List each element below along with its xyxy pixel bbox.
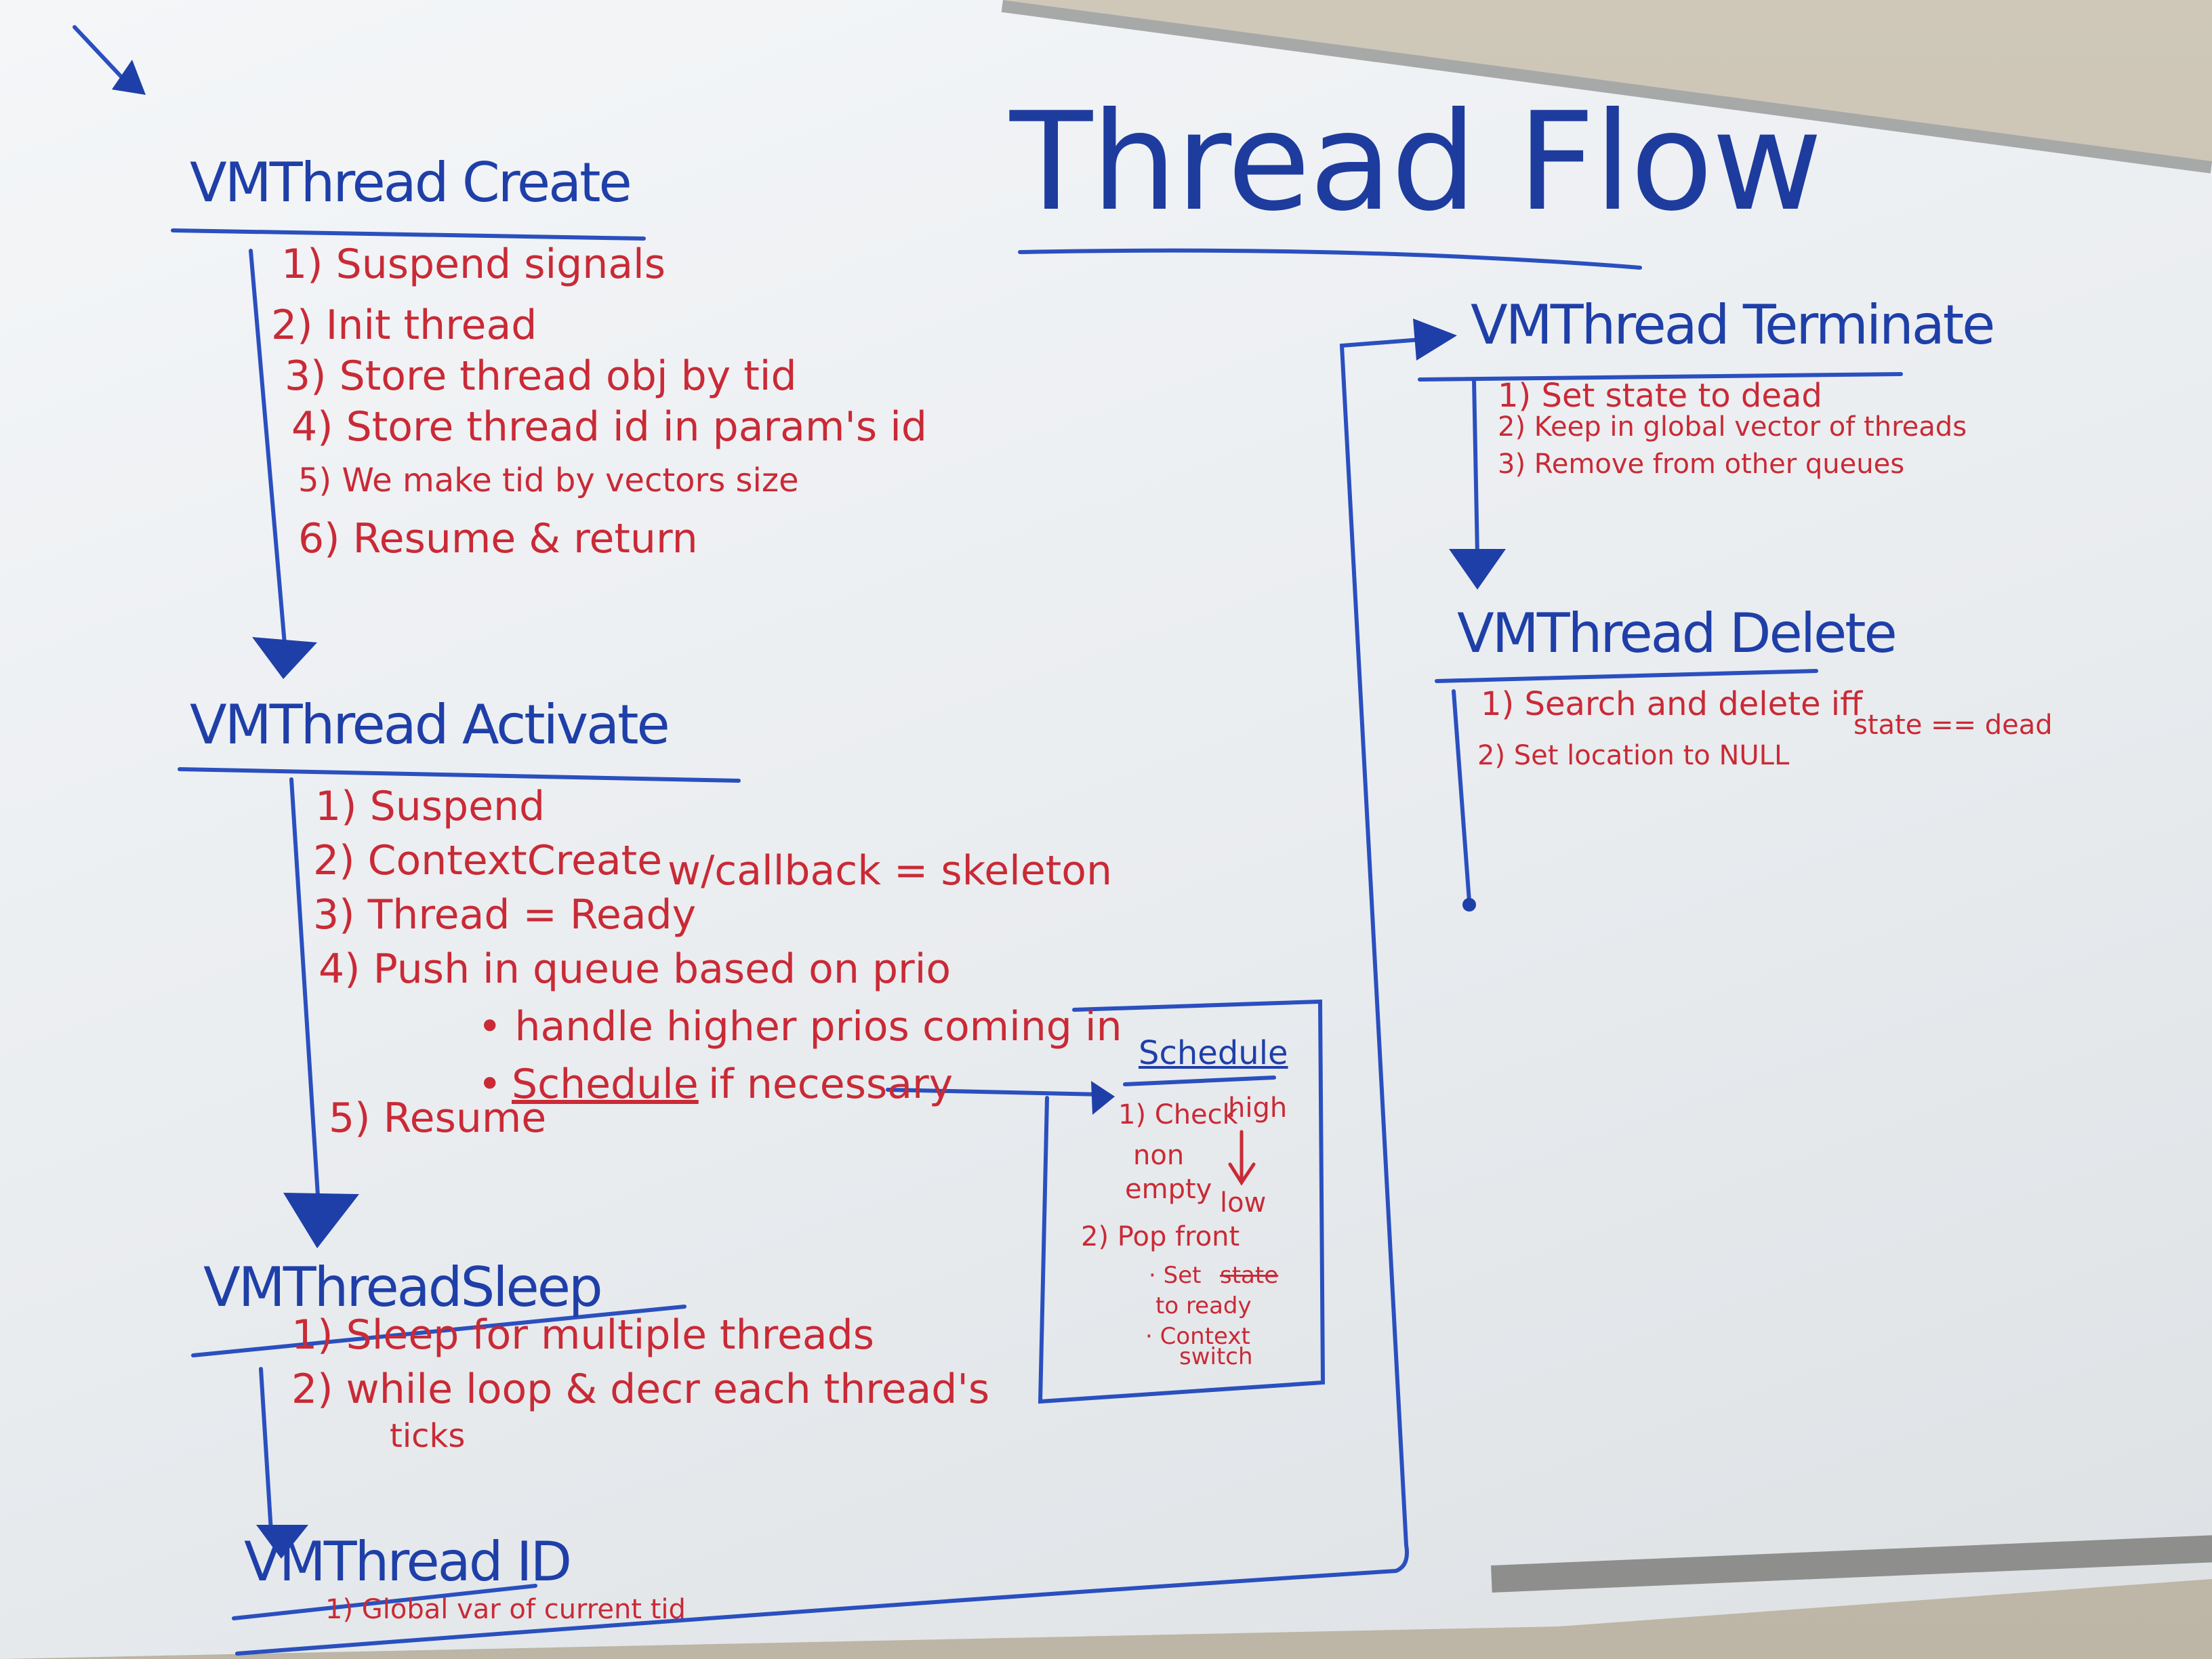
schedule-line: low xyxy=(1220,1187,1267,1218)
sleep-step: ticks xyxy=(390,1417,466,1455)
create-heading: VMThread Create xyxy=(190,151,632,214)
delete-underline xyxy=(1435,669,1818,683)
terminate-heading: VMThread Terminate xyxy=(1471,293,1995,356)
terminate-underline xyxy=(1418,372,1903,382)
delete-flow-line xyxy=(1452,689,1471,903)
corner-arrow-line xyxy=(73,25,131,87)
sleep-arrowhead xyxy=(256,1525,308,1559)
schedule-line: switch xyxy=(1179,1343,1253,1370)
activate-heading: VMThread Activate xyxy=(190,693,670,756)
create-step: 4) Store thread id in param's id xyxy=(291,403,927,451)
activate-bullet: • handle higher prios coming in xyxy=(478,1003,1122,1050)
schedule-line: high xyxy=(1228,1092,1288,1124)
terminate-flow-line xyxy=(1472,377,1479,558)
return-loop-line xyxy=(235,337,1432,1656)
schedule-line: empty xyxy=(1125,1174,1212,1205)
activate-step: 2) ContextCreate xyxy=(313,837,663,884)
create-arrowhead xyxy=(252,637,317,679)
schedule-line-struck: state xyxy=(1220,1262,1279,1289)
activate-step: 4) Push in queue based on prio xyxy=(319,945,951,993)
activate-bullet: if necessary xyxy=(708,1061,954,1108)
create-flow-line xyxy=(249,249,287,646)
create-step: 6) Resume & return xyxy=(298,515,698,562)
activate-callback-note: w/callback = skeleton xyxy=(668,847,1113,895)
delete-heading: VMThread Delete xyxy=(1457,602,1898,665)
terminate-step: 2) Keep in global vector of threads xyxy=(1498,411,1967,443)
page-title: Thread Flow xyxy=(1010,83,1822,241)
delete-end-dot xyxy=(1462,898,1476,912)
sleep-heading: VMThreadSleep xyxy=(203,1256,603,1319)
delete-state-note: state == dead xyxy=(1853,710,2053,741)
schedule-line: 2) Pop front xyxy=(1081,1221,1240,1252)
schedule-line: · Context xyxy=(1145,1323,1250,1350)
high-low-arrowhead xyxy=(1228,1162,1256,1186)
delete-step: 1) Search and delete iff xyxy=(1481,685,1863,723)
schedule-arrowhead xyxy=(1091,1081,1115,1115)
create-step: 3) Store thread obj by tid xyxy=(285,352,797,400)
schedule-underline xyxy=(1123,1076,1276,1086)
schedule-line: to ready xyxy=(1155,1292,1252,1319)
schedule-heading: Schedule xyxy=(1139,1034,1288,1072)
terminate-arrowhead xyxy=(1413,319,1457,361)
activate-bullet-dot: • xyxy=(478,1061,502,1108)
activate-step: 3) Thread = Ready xyxy=(313,891,697,939)
id-step: 1) Global var of current tid xyxy=(325,1594,686,1625)
terminate-step: 1) Set state to dead xyxy=(1498,377,1822,415)
create-step: 2) Init thread xyxy=(271,302,537,349)
activate-arrowhead xyxy=(283,1193,359,1248)
activate-flow-line xyxy=(289,777,321,1208)
terminate-step: 3) Remove from other queues xyxy=(1498,449,1905,480)
title-underline xyxy=(1018,248,1642,270)
id-heading: VMThread ID xyxy=(244,1530,572,1593)
sleep-underline xyxy=(191,1305,687,1357)
activate-step: 5) Resume xyxy=(329,1094,547,1142)
activate-step: 1) Suspend xyxy=(315,783,546,830)
schedule-line: 1) Check xyxy=(1118,1099,1238,1130)
sleep-step: 1) Sleep for multiple threads xyxy=(291,1311,874,1359)
create-underline xyxy=(171,228,646,241)
delete-step: 2) Set location to NULL xyxy=(1477,740,1790,771)
sleep-flow-line xyxy=(259,1367,273,1534)
schedule-connector-line xyxy=(886,1088,1103,1097)
schedule-line: non xyxy=(1133,1140,1185,1171)
delete-arrowhead xyxy=(1449,549,1506,590)
corner-arrowhead xyxy=(112,60,146,95)
sleep-step: 2) while loop & decr each thread's xyxy=(291,1366,990,1413)
create-step: 1) Suspend signals xyxy=(281,241,665,288)
create-step: 5) We make tid by vectors size xyxy=(298,462,799,499)
id-underline xyxy=(232,1584,537,1620)
schedule-box xyxy=(1038,999,1326,1404)
activate-underline xyxy=(178,767,741,783)
schedule-line: · Set xyxy=(1149,1262,1202,1289)
schedule-link-word: Schedule xyxy=(512,1061,699,1108)
